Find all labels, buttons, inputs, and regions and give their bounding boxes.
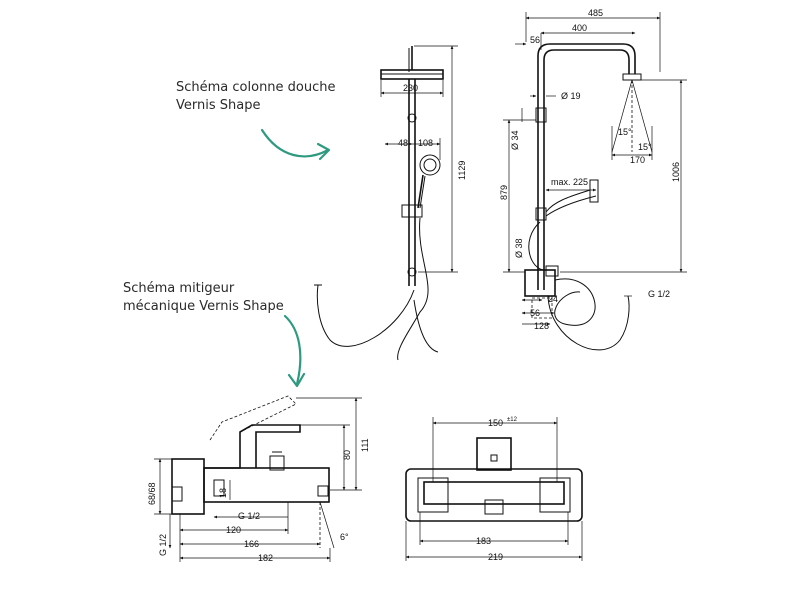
caption-shower-column-line2: Vernis Shape — [176, 98, 261, 113]
shower-column-front-view: 230 1129 48 108 — [314, 45, 467, 361]
caption-mixer: Schéma mitigeur mécanique Vernis Shape — [123, 280, 284, 316]
caption-mixer-line2: mécanique Vernis Shape — [123, 299, 284, 314]
dim-1006: 1006 — [671, 162, 681, 182]
dim-angle-15-right: 15° — [638, 142, 652, 152]
shower-column-side-view: 485 400 56 Ø 19 Ø 34 879 max. 225 Ø 38 1… — [499, 8, 687, 351]
dim-dia-19: Ø 19 — [561, 91, 581, 101]
dim-183: 183 — [476, 536, 491, 546]
caption-shower-column-line1: Schéma colonne douche — [176, 80, 336, 95]
dim-angle-6: 6° — [340, 532, 349, 542]
caption-shower-column: Schéma colonne douche Vernis Shape — [176, 79, 336, 115]
dim-angle-15-left: 15° — [618, 127, 632, 137]
caption-mixer-line1: Schéma mitigeur — [123, 281, 235, 296]
dim-485: 485 — [588, 8, 603, 18]
mixer-side-view: 111 80 68/68 G 1/2 18 G 1/2 120 166 182 … — [147, 395, 370, 563]
mixer-front-view: 150 ±12 183 219 — [405, 417, 583, 562]
dim-182: 182 — [258, 553, 273, 563]
dim-166: 166 — [244, 539, 259, 549]
dim-219: 219 — [488, 552, 503, 562]
dim-80: 80 — [342, 450, 352, 460]
dim-111: 111 — [360, 438, 370, 452]
dim-56b: 56 — [530, 308, 540, 318]
dim-24: 24 — [548, 294, 558, 304]
dim-150: 150 — [488, 418, 503, 428]
dim-170: 170 — [630, 155, 645, 165]
dim-150-tolerance: ±12 — [507, 417, 518, 423]
dim-108: 108 — [418, 138, 433, 148]
dim-18: 18 — [218, 488, 228, 498]
arrow-to-mixer-icon — [283, 314, 306, 388]
dim-230: 230 — [403, 83, 418, 93]
dim-max-225: max. 225 — [551, 177, 588, 187]
dim-128: 128 — [534, 321, 549, 331]
dim-48: 48 — [398, 138, 408, 148]
dim-dia-38: Ø 38 — [514, 238, 524, 258]
dim-400: 400 — [572, 23, 587, 33]
dim-68-68: 68/68 — [147, 482, 157, 505]
arrow-to-column-icon — [260, 128, 331, 161]
dim-g-half-vertical: G 1/2 — [158, 534, 168, 556]
dim-879: 879 — [499, 185, 509, 200]
dim-dia-34: Ø 34 — [510, 130, 520, 150]
dim-120: 120 — [226, 525, 241, 535]
dim-1129: 1129 — [457, 161, 467, 180]
dim-g-half-horizontal: G 1/2 — [238, 511, 260, 521]
dim-56: 56 — [530, 35, 540, 45]
dim-g-half-column: G 1/2 — [648, 289, 670, 299]
